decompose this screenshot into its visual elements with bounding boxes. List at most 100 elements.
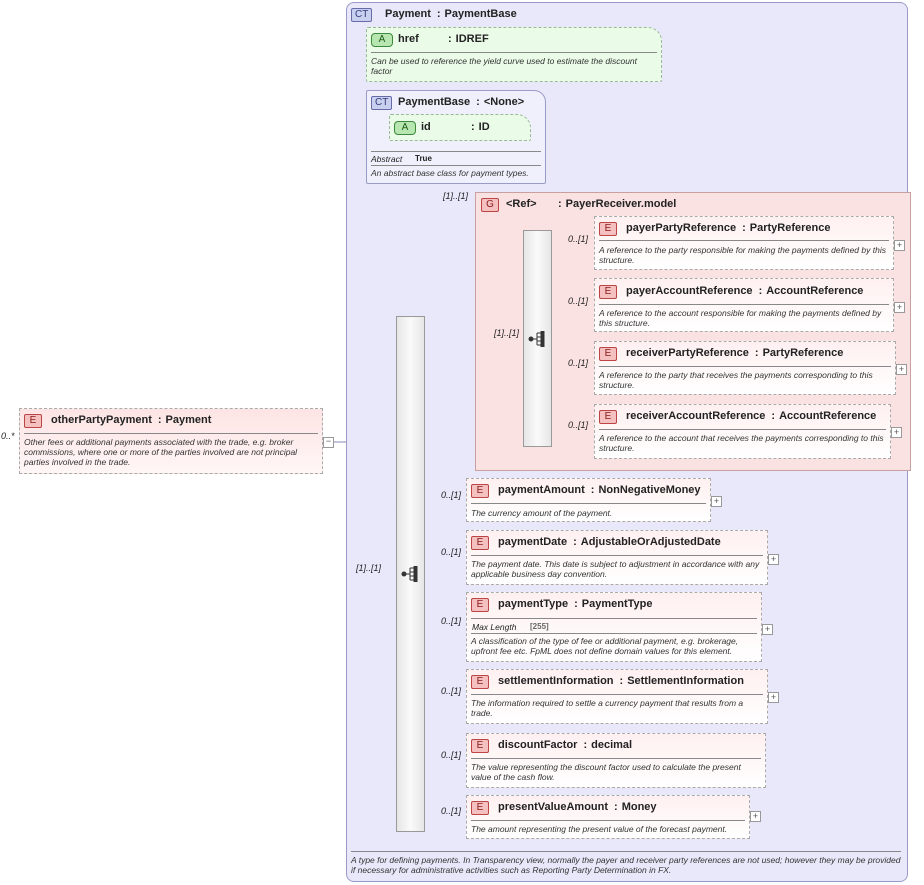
payment-base-type: <None> [483,96,525,108]
colon: : [583,739,588,751]
divider [471,820,745,821]
element-name: receiverAccountReference [626,410,766,422]
attribute-badge: A [394,121,416,135]
element-doc: A reference to the account responsible f… [599,308,882,328]
element-name: settlementInformation [498,675,614,687]
divider [471,758,761,759]
group-type: PayerReceiver.model [565,198,677,210]
element-name: paymentDate [498,536,568,548]
divider [351,851,901,852]
payment-ct-type: PaymentBase [444,8,517,20]
divider [24,433,318,434]
receiver-party-reference-element[interactable]: E receiverPartyReference:PartyReference … [594,341,896,395]
href-attribute-box[interactable]: A href:IDREF Can be used to reference th… [366,27,662,82]
payment-ct-doc: A type for defining payments. In Transpa… [351,855,901,875]
discount-factor-element[interactable]: E discountFactor:decimal The value repre… [466,733,766,788]
id-attribute-box[interactable]: A id:ID [389,114,531,141]
element-badge: E [471,675,489,689]
colon: : [590,484,595,496]
expand-toggle[interactable]: + [768,554,779,565]
id-attribute-name: id [421,121,431,133]
element-type: decimal [591,739,633,751]
group-title: <Ref>:PayerReceiver.model [506,198,676,210]
sequence-cardinality: [1]..[1] [356,563,382,573]
element-title: paymentType:PaymentType [498,598,652,610]
element-name: paymentType [498,598,569,610]
element-name: discountFactor [498,739,578,751]
element-type: Money [621,801,657,813]
complex-type-badge: CT [351,8,373,22]
root-cardinality: 0..* [1,431,15,441]
root-element-name: otherPartyPayment [51,414,152,426]
payer-party-reference-element[interactable]: E payerPartyReference:PartyReference A r… [594,216,894,270]
divider [471,633,757,634]
element-title: receiverPartyReference:PartyReference [626,347,843,359]
href-attribute-doc: Can be used to reference the yield curve… [371,56,638,76]
divider [371,52,657,53]
expand-toggle[interactable]: + [894,240,905,251]
element-name: payerPartyReference [626,222,737,234]
element-badge: E [471,801,489,815]
element-badge: E [599,222,617,236]
colon: : [754,347,759,359]
root-element-type: Payment [165,414,212,426]
payment-amount-element[interactable]: E paymentAmount:NonNegativeMoney The cur… [466,478,711,522]
abstract-value: True [415,154,432,163]
expand-toggle[interactable]: + [896,364,907,375]
href-attribute-type: IDREF [455,33,489,45]
expand-toggle[interactable]: + [750,811,761,822]
payment-base-title: PaymentBase:<None> [398,96,524,108]
element-name: payerAccountReference [626,285,753,297]
element-doc: A reference to the party responsible for… [599,245,886,265]
group-sequence-cardinality: [1]..[1] [494,328,520,338]
expand-toggle[interactable]: + [894,302,905,313]
divider [599,429,886,430]
element-badge: E [471,598,489,612]
payment-base-name: PaymentBase [398,96,471,108]
divider [599,240,889,241]
collapse-toggle[interactable]: − [323,437,334,448]
colon: : [157,414,162,426]
colon: : [758,285,763,297]
payment-ct-name: Payment [385,8,431,20]
colon: : [619,675,624,687]
colon: : [476,96,480,108]
expand-toggle[interactable]: + [891,427,902,438]
outer-sequence-compositor[interactable] [396,316,425,832]
divider [471,694,763,695]
colon: : [448,33,452,45]
expand-toggle[interactable]: + [768,692,779,703]
sequence-icon [528,331,545,347]
colon: : [771,410,776,422]
divider [371,151,541,152]
id-attribute-title: id:ID [421,121,490,133]
element-doc: The value representing the discount fact… [471,762,741,782]
element-title: settlementInformation:SettlementInformat… [498,675,744,687]
settlement-information-element[interactable]: E settlementInformation:SettlementInform… [466,669,768,724]
present-value-amount-element[interactable]: E presentValueAmount:Money The amount re… [466,795,750,839]
element-title: paymentAmount:NonNegativeMoney [498,484,701,496]
element-doc: A reference to the account that receives… [599,433,884,453]
abstract-label: Abstract [371,154,403,164]
payer-account-reference-element[interactable]: E payerAccountReference:AccountReference… [594,278,894,332]
attribute-badge: A [371,33,393,47]
colon: : [471,121,475,133]
element-cardinality: 0..[1] [568,358,589,368]
divider [471,618,757,619]
root-element-box[interactable]: E otherPartyPayment:Payment Other fees o… [19,408,323,474]
element-title: receiverAccountReference:AccountReferenc… [626,410,876,422]
expand-toggle[interactable]: + [711,496,722,507]
group-cardinality: [1]..[1] [443,191,469,201]
expand-toggle[interactable]: + [762,624,773,635]
element-doc: A reference to the party that receives t… [599,370,873,390]
element-type: PaymentType [581,598,653,610]
element-badge: E [599,285,617,299]
group-badge: G [481,198,499,212]
divider [471,555,763,556]
receiver-account-reference-element[interactable]: E receiverAccountReference:AccountRefere… [594,404,891,459]
payment-type-element[interactable]: E paymentType:PaymentType Max Length [25… [466,592,762,662]
payment-base-complex-type[interactable]: CT PaymentBase:<None> A id:ID Abstract T… [366,90,546,184]
payment-date-element[interactable]: E paymentDate:AdjustableOrAdjustedDate T… [466,530,768,585]
payment-base-doc: An abstract base class for payment types… [371,168,529,178]
element-cardinality: 0..[1] [568,296,589,306]
